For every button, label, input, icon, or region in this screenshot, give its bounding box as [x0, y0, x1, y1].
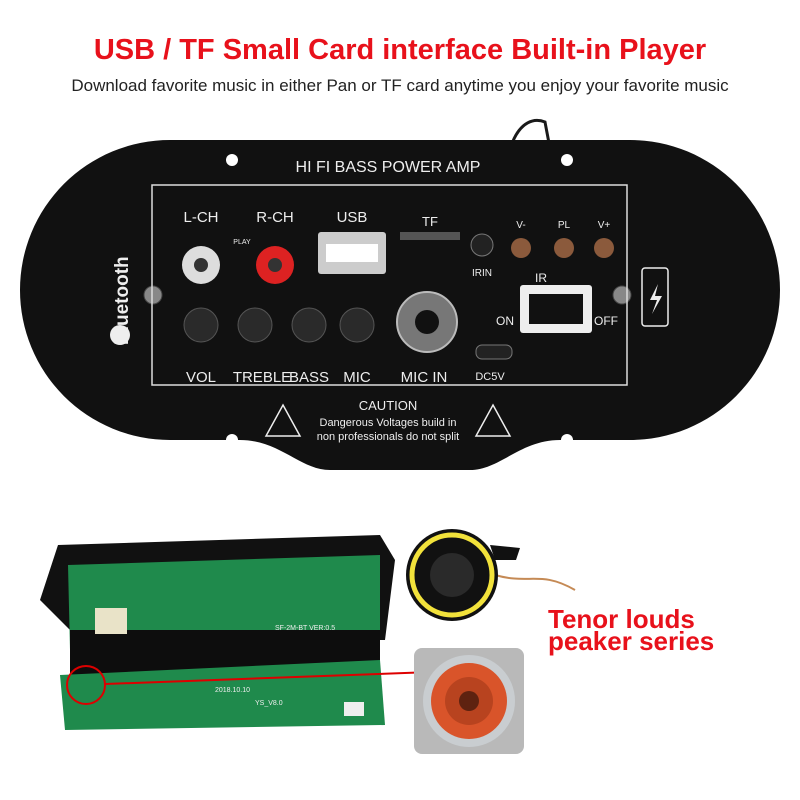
treble-knob[interactable] [237, 307, 273, 343]
volume-down-button[interactable] [511, 238, 531, 258]
label-vminus: V- [516, 220, 525, 231]
rca-right-jack-center [268, 258, 282, 272]
highlight-line [104, 671, 433, 685]
label-usb: USB [337, 209, 368, 226]
power-switch-rocker [529, 294, 583, 324]
speaker-caption-line-1: Tenor louds [548, 604, 695, 634]
label-pl: PL [558, 220, 571, 231]
caution-line-2: non professionals do not split [317, 431, 459, 443]
mount-hole [561, 434, 573, 446]
panel-border [151, 184, 628, 386]
tweeter-speaker [406, 529, 576, 621]
panel-title: HI FI BASS POWER AMP [296, 159, 481, 176]
ir-receiver [470, 233, 494, 257]
label-off: OFF [594, 314, 618, 328]
horn-tweeter [414, 648, 524, 754]
tweeter-ring [409, 532, 495, 618]
label-play: PLAY [233, 239, 251, 246]
usb-port-slot [326, 244, 378, 262]
mount-hole [561, 154, 573, 166]
volume-up-button[interactable] [594, 238, 614, 258]
label-bass: BASS [289, 369, 329, 386]
label-mic: MIC [343, 369, 371, 386]
battery-bolt-icon [650, 284, 662, 314]
bluetooth-icon [110, 325, 130, 345]
speaker-caption-line-2: peaker series [548, 626, 715, 656]
label-mic-in: MIC IN [401, 369, 448, 386]
subheadline: Download favorite music in either Pan or… [71, 76, 729, 95]
play-pause-button[interactable] [554, 238, 574, 258]
screw [143, 285, 163, 305]
dc5v-port [475, 344, 513, 360]
label-rch: R-CH [256, 209, 294, 226]
tf-slot [400, 232, 460, 240]
bass-knob[interactable] [291, 307, 327, 343]
label-tf: TF [422, 214, 438, 229]
headline: USB / TF Small Card interface Built-in P… [93, 34, 707, 66]
pcb-top [68, 555, 380, 650]
highlight-circle [66, 665, 106, 705]
mic-in-jack-center [415, 310, 439, 334]
horn-center [459, 691, 479, 711]
mount-hole [226, 154, 238, 166]
label-ir: IR [535, 271, 547, 285]
bluetooth-label: Bluetooth [112, 256, 133, 345]
speaker-caption: Tenor louds peaker series [548, 604, 715, 656]
caution-title: CAUTION [359, 398, 418, 413]
pcb-silk-3: YS_V8.0 [255, 700, 283, 707]
tweeter-dome [430, 553, 474, 597]
label-lch: L-CH [183, 209, 218, 226]
pcb-pad [95, 608, 127, 634]
pcb-silk-2: 2018.10.10 [215, 687, 250, 694]
mount-hole [226, 434, 238, 446]
label-vol: VOL [186, 369, 216, 386]
hazard-icon-left [264, 403, 302, 437]
label-treble: TREBLE [233, 369, 291, 386]
label-vplus: V+ [598, 220, 611, 231]
screw [612, 285, 632, 305]
label-on: ON [496, 314, 514, 328]
tweeter-wire [494, 574, 576, 591]
pcb-board: SF-2M-BT VER:0.5 2018.10.10 YS_V8.0 [40, 535, 433, 730]
battery-icon [641, 267, 669, 327]
label-dc5v: DC5V [475, 371, 505, 383]
tweeter-bracket [490, 545, 520, 560]
mic-knob[interactable] [339, 307, 375, 343]
pcb-silk-1: SF-2M-BT VER:0.5 [275, 625, 335, 632]
rca-left-jack-center [194, 258, 208, 272]
label-irin: IRIN [472, 268, 492, 279]
hazard-icon-right [474, 403, 512, 437]
pcb-connector [344, 702, 364, 716]
caution-line-1: Dangerous Voltages build in [320, 417, 457, 429]
amplifier-panel: HI FI BASS POWER AMP Bluetooth L-CH R-CH… [20, 140, 780, 470]
vol-knob[interactable] [183, 307, 219, 343]
